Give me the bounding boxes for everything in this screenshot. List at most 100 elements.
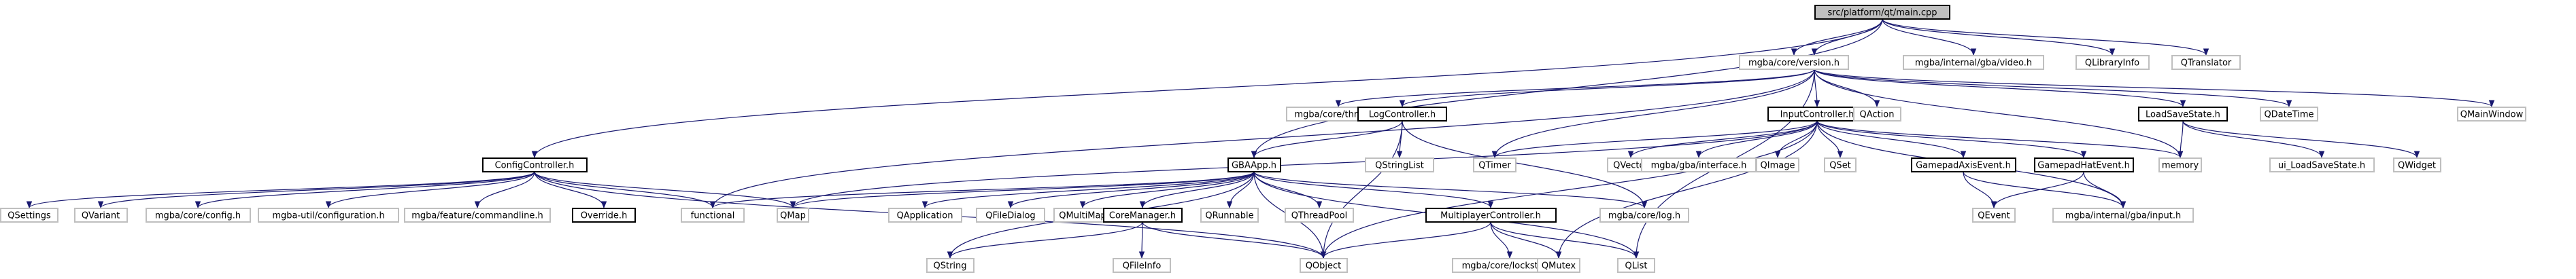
edge-gbaapp-to-qmap bbox=[790, 171, 1255, 209]
graph-node-gamepadhat[interactable]: GamepadHatEvent.h bbox=[2034, 157, 2134, 172]
edge-coremanager-to-qobject bbox=[1142, 221, 1327, 259]
edge-window-to-core-thread bbox=[1335, 69, 1815, 108]
edge-main-to-configcontroller bbox=[531, 18, 1883, 159]
edge-gamepadhat-to-qevent bbox=[1990, 171, 2084, 209]
node-box bbox=[572, 208, 636, 223]
node-box bbox=[2457, 107, 2526, 122]
node-label: mgba-util/configuration.h bbox=[272, 211, 384, 221]
node-label: GBAApp.h bbox=[1232, 161, 1276, 171]
graph-node-loadsavestate[interactable]: LoadSaveState.h bbox=[2138, 107, 2228, 122]
node-label: QFileDialog bbox=[985, 211, 1035, 221]
node-box bbox=[1756, 157, 1799, 172]
graph-node-qtranslator: QTranslator bbox=[2171, 55, 2241, 70]
node-box bbox=[1537, 258, 1580, 273]
node-label: QFileInfo bbox=[1123, 261, 1162, 272]
edge-layer bbox=[26, 18, 2494, 259]
graph-node-qdatetime: QDateTime bbox=[2260, 107, 2318, 122]
graph-node-qmutex: QMutex bbox=[1537, 258, 1580, 273]
node-label: ui_LoadSaveState.h bbox=[2278, 161, 2365, 171]
node-label: mgba/core/config.h bbox=[155, 211, 241, 221]
node-box bbox=[0, 208, 58, 223]
edge-configcontroller-to-qvariant bbox=[97, 171, 535, 209]
graph-node-logcontroller[interactable]: LogController.h bbox=[1357, 107, 1447, 122]
node-label: GamepadHatEvent.h bbox=[2037, 161, 2130, 171]
graph-node-qaction: QAction bbox=[1853, 107, 1901, 122]
node-label: mgba/core/version.h bbox=[1748, 58, 1840, 69]
edge-gbaapp-to-qmultimap bbox=[1079, 171, 1255, 209]
node-label: QMultiMap bbox=[1059, 211, 1106, 221]
node-label: QLibraryInfo bbox=[2085, 58, 2139, 69]
edge-gbaapp-to-core-log bbox=[1253, 171, 1648, 209]
edge-gbaapp-to-qfiledialog bbox=[1007, 171, 1255, 209]
edge-main-to-qtranslator bbox=[1882, 18, 2209, 56]
graph-node-multiplayercontroller[interactable]: MultiplayerController.h bbox=[1425, 208, 1557, 223]
edge-configcontroller-to-qmap bbox=[534, 171, 796, 209]
graph-node-configcontroller[interactable]: ConfigController.h bbox=[482, 157, 588, 172]
graph-node-qimage: QImage bbox=[1756, 157, 1799, 172]
node-label: mgba/core/log.h bbox=[1608, 211, 1680, 221]
node-box bbox=[2052, 208, 2194, 223]
node-label: mgba/feature/commandline.h bbox=[411, 211, 543, 221]
node-box bbox=[2075, 55, 2150, 70]
graph-node-qstringlist: QStringList bbox=[1365, 157, 1434, 172]
edge-window-to-qdatetime bbox=[1814, 69, 2292, 108]
graph-node-core-version: mgba/core/version.h bbox=[1739, 55, 1849, 70]
graph-node-core-config: mgba/core/config.h bbox=[146, 208, 251, 223]
edge-coremanager-to-qstring bbox=[947, 221, 1143, 259]
edge-inputcontroller-to-qset bbox=[1816, 120, 1844, 159]
node-box bbox=[1200, 208, 1259, 223]
graph-node-override[interactable]: Override.h bbox=[572, 208, 636, 223]
node-label: mgba/internal/gba/video.h bbox=[1915, 58, 2032, 69]
graph-node-coremanager[interactable]: CoreManager.h bbox=[1103, 208, 1183, 223]
node-label: QWidget bbox=[2398, 161, 2436, 171]
node-label: mgba/gba/interface.h bbox=[1651, 161, 1747, 171]
node-box bbox=[1113, 258, 1171, 273]
node-box bbox=[1365, 157, 1434, 172]
node-box bbox=[777, 208, 809, 223]
graph-node-qmap: QMap bbox=[777, 208, 809, 223]
graph-node-gbaapp[interactable]: GBAApp.h bbox=[1227, 157, 1281, 172]
node-box bbox=[404, 208, 551, 223]
edge-window-to-qtimer bbox=[1491, 69, 1815, 159]
node-box bbox=[681, 208, 745, 223]
edge-inputcontroller-to-memory bbox=[1816, 120, 2184, 159]
graph-node-qlist: QList bbox=[1617, 258, 1655, 273]
node-label: ConfigController.h bbox=[495, 161, 575, 171]
node-box bbox=[1853, 107, 1901, 122]
graph-node-feature-commandline: mgba/feature/commandline.h bbox=[404, 208, 551, 223]
node-box bbox=[1357, 107, 1447, 122]
node-box bbox=[888, 208, 962, 223]
node-box bbox=[2269, 157, 2375, 172]
graph-node-ui-loadsavestate: ui_LoadSaveState.h bbox=[2269, 157, 2375, 172]
node-layer: src/platform/qt/main.cppWindow.hmgba/cor… bbox=[0, 5, 2526, 273]
graph-node-main[interactable]: src/platform/qt/main.cpp bbox=[1814, 5, 1950, 20]
node-box bbox=[1599, 208, 1689, 223]
node-box bbox=[2393, 157, 2441, 172]
graph-node-gba-video: mgba/internal/gba/video.h bbox=[1903, 55, 2044, 70]
edge-gbaapp-to-qrunnable bbox=[1226, 171, 1255, 209]
edge-configcontroller-to-functional bbox=[534, 171, 716, 209]
edge-multiplayercontroller-to-qobject bbox=[1320, 221, 1491, 259]
node-label: QMainWindow bbox=[2460, 110, 2524, 120]
graph-node-gamepadaxis[interactable]: GamepadAxisEvent.h bbox=[1911, 157, 2016, 172]
node-label: LoadSaveState.h bbox=[2146, 110, 2220, 120]
edge-configcontroller-to-core-config bbox=[194, 171, 535, 209]
edge-window-to-memory bbox=[1814, 69, 2184, 159]
edge-inputcontroller-to-gamepadhat bbox=[1816, 120, 2087, 159]
graph-node-gba-input: mgba/internal/gba/input.h bbox=[2052, 208, 2194, 223]
graph-node-inputcontroller[interactable]: InputController.h bbox=[1767, 107, 1867, 122]
node-box bbox=[482, 157, 588, 172]
node-label: QMutex bbox=[1542, 261, 1576, 272]
edge-window-to-qaction bbox=[1814, 69, 1880, 108]
edge-main-to-core-version bbox=[1791, 18, 1883, 56]
node-box bbox=[1911, 157, 2016, 172]
node-label: QObject bbox=[1306, 261, 1342, 272]
edge-inputcontroller-to-qobject bbox=[1320, 120, 1818, 259]
graph-node-functional: functional bbox=[681, 208, 745, 223]
node-box bbox=[2158, 157, 2202, 172]
edge-loadsavestate-to-memory bbox=[2177, 120, 2184, 159]
edge-gamepadaxis-to-gba-input bbox=[1963, 171, 2126, 209]
node-box bbox=[258, 208, 399, 223]
graph-node-qrunnable: QRunnable bbox=[1200, 208, 1259, 223]
edge-inputcontroller-to-gamepadaxis bbox=[1816, 120, 1967, 159]
